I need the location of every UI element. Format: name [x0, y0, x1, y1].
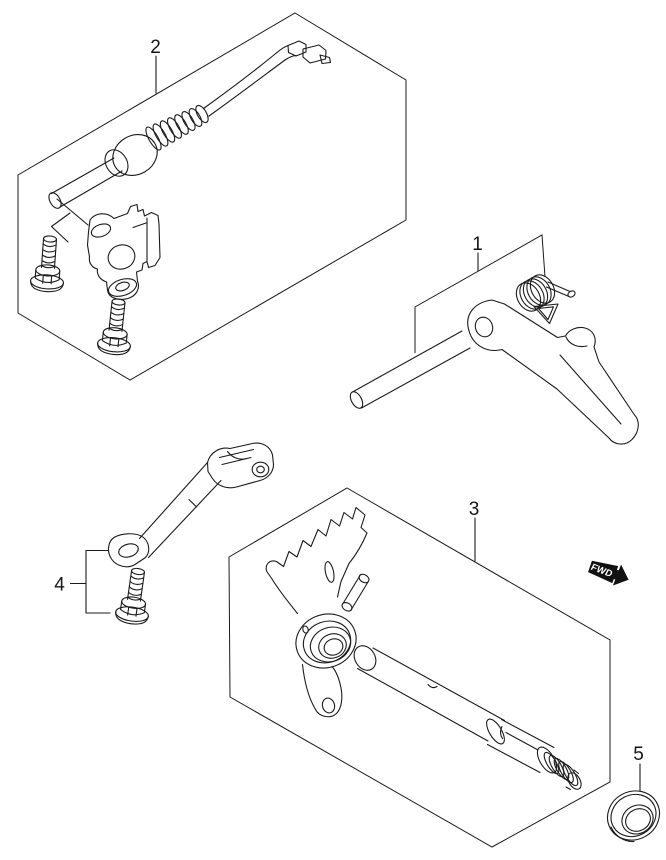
group-box-3 — [228, 487, 611, 848]
pawl-hub-bearing — [295, 613, 357, 669]
callout-5-label: 5 — [633, 744, 644, 765]
shift-lever — [107, 442, 275, 568]
fwd-arrow-icon — [588, 560, 629, 586]
gearshift-shaft — [353, 645, 582, 791]
cable-end-fitting — [287, 40, 332, 65]
roller-pin — [341, 573, 370, 612]
rod-joint-housing — [104, 134, 158, 177]
upper-tube — [202, 44, 297, 117]
callout-1-label: 1 — [472, 234, 483, 255]
part-1-gearshift-lever-assembly — [349, 274, 639, 445]
boot-bellows — [145, 104, 209, 151]
ratchet-pawl-arm — [265, 506, 368, 615]
flange-bolt-upper — [29, 234, 68, 294]
group-box-2 — [17, 12, 407, 381]
callout-2-label: 2 — [150, 37, 161, 58]
part-5-oil-seal — [606, 790, 661, 843]
shift-lever-arm — [467, 299, 639, 445]
callout-4-label: 4 — [54, 575, 65, 596]
bracket-leader-lines — [50, 198, 89, 243]
callout-4-leader — [69, 549, 111, 614]
flange-bolt-lower — [96, 296, 136, 357]
lever-pinch-bolt — [113, 565, 156, 627]
part-2-shift-control-rod-assembly — [29, 40, 332, 357]
torsion-return-spring — [515, 274, 576, 325]
pivot-shaft — [349, 330, 471, 409]
callout-3-label: 3 — [469, 499, 480, 520]
rod-guide-bracket — [86, 203, 161, 300]
control-rod — [48, 157, 123, 209]
part-3-gearshift-shaft-pawl-assembly — [265, 506, 582, 791]
part-4-external-shift-lever-set — [107, 442, 275, 627]
pawl-lower-arm — [301, 663, 343, 718]
fwd-direction-marker: FWD — [588, 560, 629, 586]
